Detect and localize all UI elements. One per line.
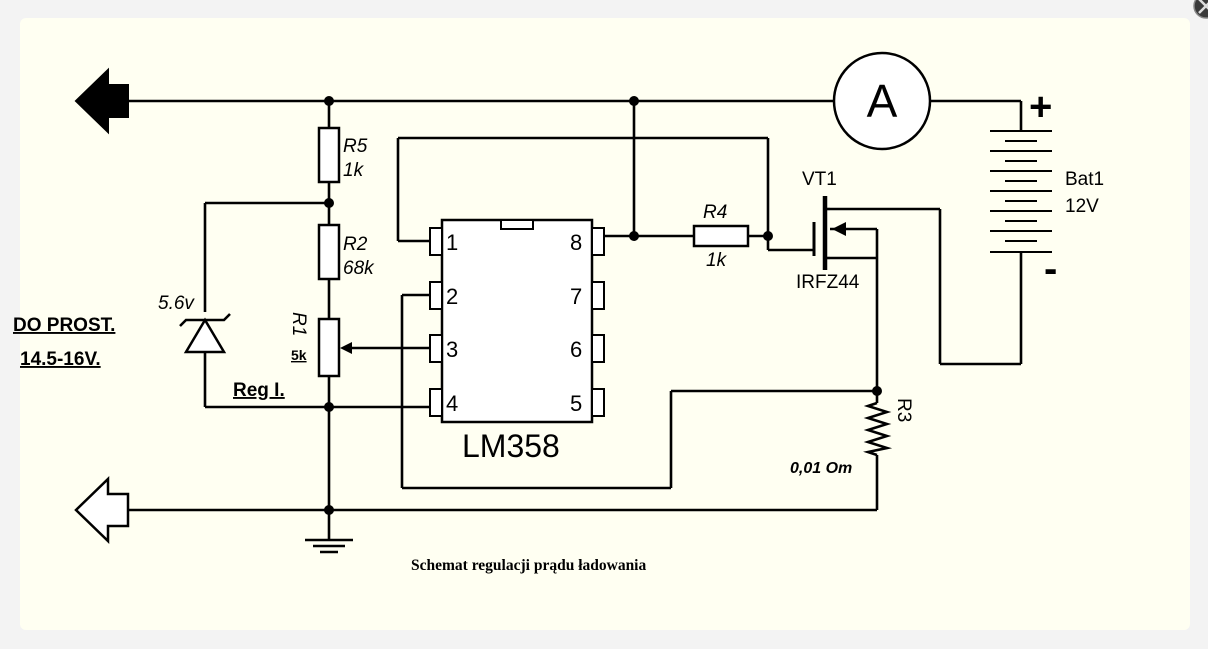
r3-name: R3 — [893, 398, 914, 422]
schematic-panel — [20, 18, 1190, 630]
pin-7: 7 — [570, 284, 582, 309]
vt1-part: IRFZ44 — [796, 272, 860, 293]
ammeter — [832, 51, 932, 151]
r5-value: 1k — [343, 160, 365, 181]
ammeter-label: A — [867, 75, 898, 127]
arrow-left-filled-icon — [74, 67, 129, 135]
mosfet-vt1 — [812, 196, 877, 270]
ic-lm358 — [429, 218, 605, 424]
pin-1: 1 — [446, 230, 458, 255]
r3-value: 0,01 Om — [790, 460, 852, 477]
pin-2: 2 — [446, 284, 458, 309]
r4-name: R4 — [703, 202, 727, 223]
pin-8: 8 — [570, 230, 582, 255]
r2-name: R2 — [343, 234, 368, 255]
wiring — [128, 99, 1023, 540]
zener-voltage: 5.6v — [158, 293, 195, 314]
battery-name: Bat1 — [1065, 169, 1104, 190]
r4-value: 1k — [706, 250, 728, 271]
reg-label: Reg I. — [233, 380, 285, 401]
pin-6: 6 — [570, 337, 582, 362]
potentiometer-r1[interactable] — [317, 317, 341, 378]
ground-icon — [305, 538, 353, 554]
ic-name: LM358 — [462, 428, 560, 464]
vt1-name: VT1 — [802, 169, 837, 190]
resistor-r2 — [317, 223, 341, 281]
battery-minus: - — [1044, 247, 1057, 291]
zener-diode — [179, 313, 231, 354]
close-icon[interactable] — [1193, 0, 1208, 19]
input-label-line2: 14.5-16V. — [20, 349, 101, 370]
resistor-r4 — [692, 224, 750, 248]
battery-plus: + — [1029, 85, 1052, 129]
diagram-caption: Schemat regulacji prądu ładowania — [411, 557, 646, 574]
input-label-line1: DO PROST. — [13, 315, 115, 336]
wiper-arrow-icon — [340, 342, 352, 354]
pin-5: 5 — [570, 391, 582, 416]
resistor-r3 — [863, 401, 893, 457]
r1-value: 5k — [291, 347, 307, 363]
arrow-left-outline-icon — [74, 476, 130, 544]
resistor-r5 — [317, 126, 341, 184]
r5-name: R5 — [343, 136, 368, 157]
r1-name: R1 — [288, 312, 309, 336]
pin-3: 3 — [446, 337, 458, 362]
battery-voltage: 12V — [1065, 196, 1099, 217]
pin-4: 4 — [446, 391, 458, 416]
junctions — [324, 96, 882, 515]
r2-value: 68k — [343, 258, 375, 279]
battery-bat1 — [990, 130, 1052, 253]
